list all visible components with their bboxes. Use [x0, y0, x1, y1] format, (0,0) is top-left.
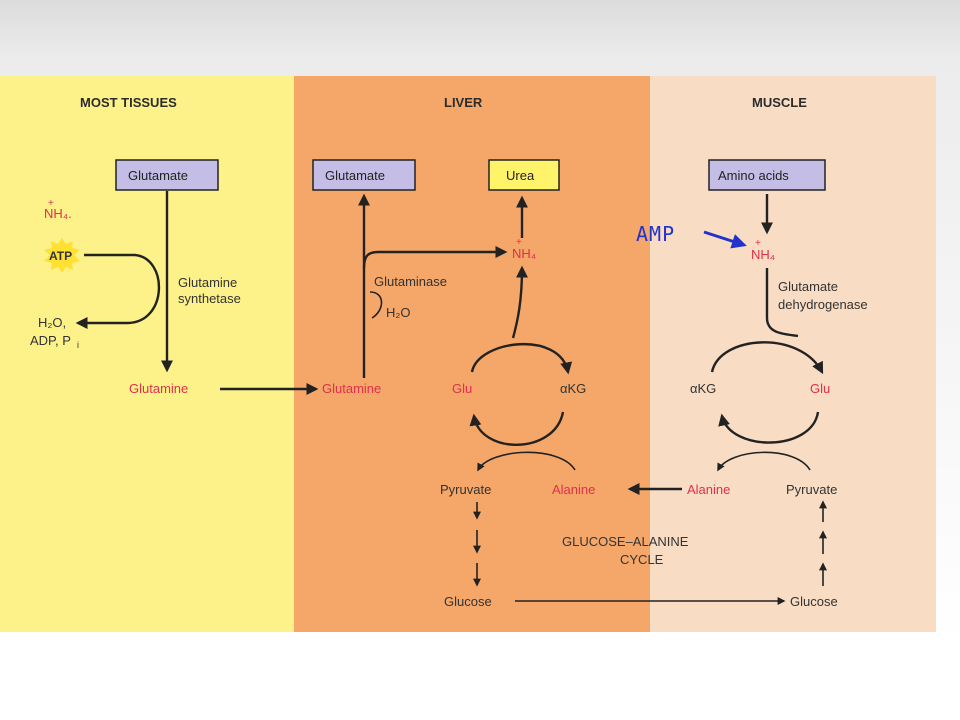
box-glutamate-tissues-label: Glutamate — [128, 168, 188, 183]
arrow-nh4-to-cycle-muscle — [765, 268, 799, 338]
glutamine-synthetase-line1: Glutamine — [178, 275, 237, 290]
arrow-to-nh4-liver — [362, 246, 508, 269]
alanine-liver: Alanine — [552, 482, 595, 497]
glu-liver: Glu — [452, 381, 472, 396]
gdh-line1: Glutamate — [778, 279, 838, 294]
box-glutamate-liver — [312, 159, 416, 191]
arrow-cycle-to-nh4-liver — [511, 265, 528, 339]
nh4-liver: NH₄ — [512, 246, 536, 261]
title-liver: LIVER — [444, 95, 483, 110]
glucose-muscle: Glucose — [790, 594, 838, 609]
glutaminase-label: Glutaminase — [374, 274, 447, 289]
glutamine-tissues: Glutamine — [129, 381, 188, 396]
muscle-cycle-bottom — [718, 411, 820, 444]
amp-annotation: AMP — [636, 222, 675, 246]
title-most-tissues: MOST TISSUES — [80, 95, 177, 110]
akg-muscle: αKG — [690, 381, 716, 396]
glu-muscle: Glu — [810, 381, 830, 396]
liver-cycle-bottom — [469, 411, 565, 446]
pyruvate-liver: Pyruvate — [440, 482, 491, 497]
box-glutamate-liver-label: Glutamate — [325, 168, 385, 183]
glutamine-synthetase-line2: synthetase — [178, 291, 241, 306]
box-urea-label: Urea — [506, 168, 535, 183]
atp-starburst — [44, 238, 80, 273]
liver-cycle-top — [470, 342, 573, 375]
muscle-cycle-top — [710, 341, 824, 375]
atp-label: ATP — [49, 249, 72, 263]
glutamine-liver: Glutamine — [322, 381, 381, 396]
nh4-charge-muscle: + — [755, 238, 761, 249]
nh4-muscle: NH₄ — [751, 247, 775, 262]
alanine-muscle: Alanine — [687, 482, 730, 497]
box-amino-acids — [708, 159, 826, 191]
nh4-charge-liver: + — [516, 237, 522, 248]
pyruvate-alanine-curve-muscle — [717, 451, 811, 472]
products-line2: ADP, P — [30, 333, 71, 348]
products-sub: i — [77, 340, 79, 350]
pyruvate-muscle: Pyruvate — [786, 482, 837, 497]
cycle-label-line2: CYCLE — [620, 552, 664, 567]
h2o-liver: H₂O — [386, 305, 411, 320]
alanine-pyruvate-curve-liver — [477, 451, 576, 472]
akg-liver: αKG — [560, 381, 586, 396]
glucose-liver: Glucose — [444, 594, 492, 609]
nh4-tissues: NH₄. — [44, 206, 72, 221]
atp-input-curve — [75, 253, 161, 329]
cycle-label-line1: GLUCOSE–ALANINE — [562, 534, 689, 549]
gdh-line2: dehydrogenase — [778, 297, 868, 312]
h2o-input-liver — [369, 291, 383, 319]
products-line1: H₂O, — [38, 315, 66, 330]
box-amino-acids-label: Amino acids — [718, 168, 789, 183]
amp-arrow — [703, 230, 747, 249]
box-urea — [488, 159, 560, 191]
box-glutamate-tissues — [115, 159, 219, 191]
nh4-charge-tissues: + — [48, 198, 54, 209]
title-muscle: MUSCLE — [752, 95, 807, 110]
